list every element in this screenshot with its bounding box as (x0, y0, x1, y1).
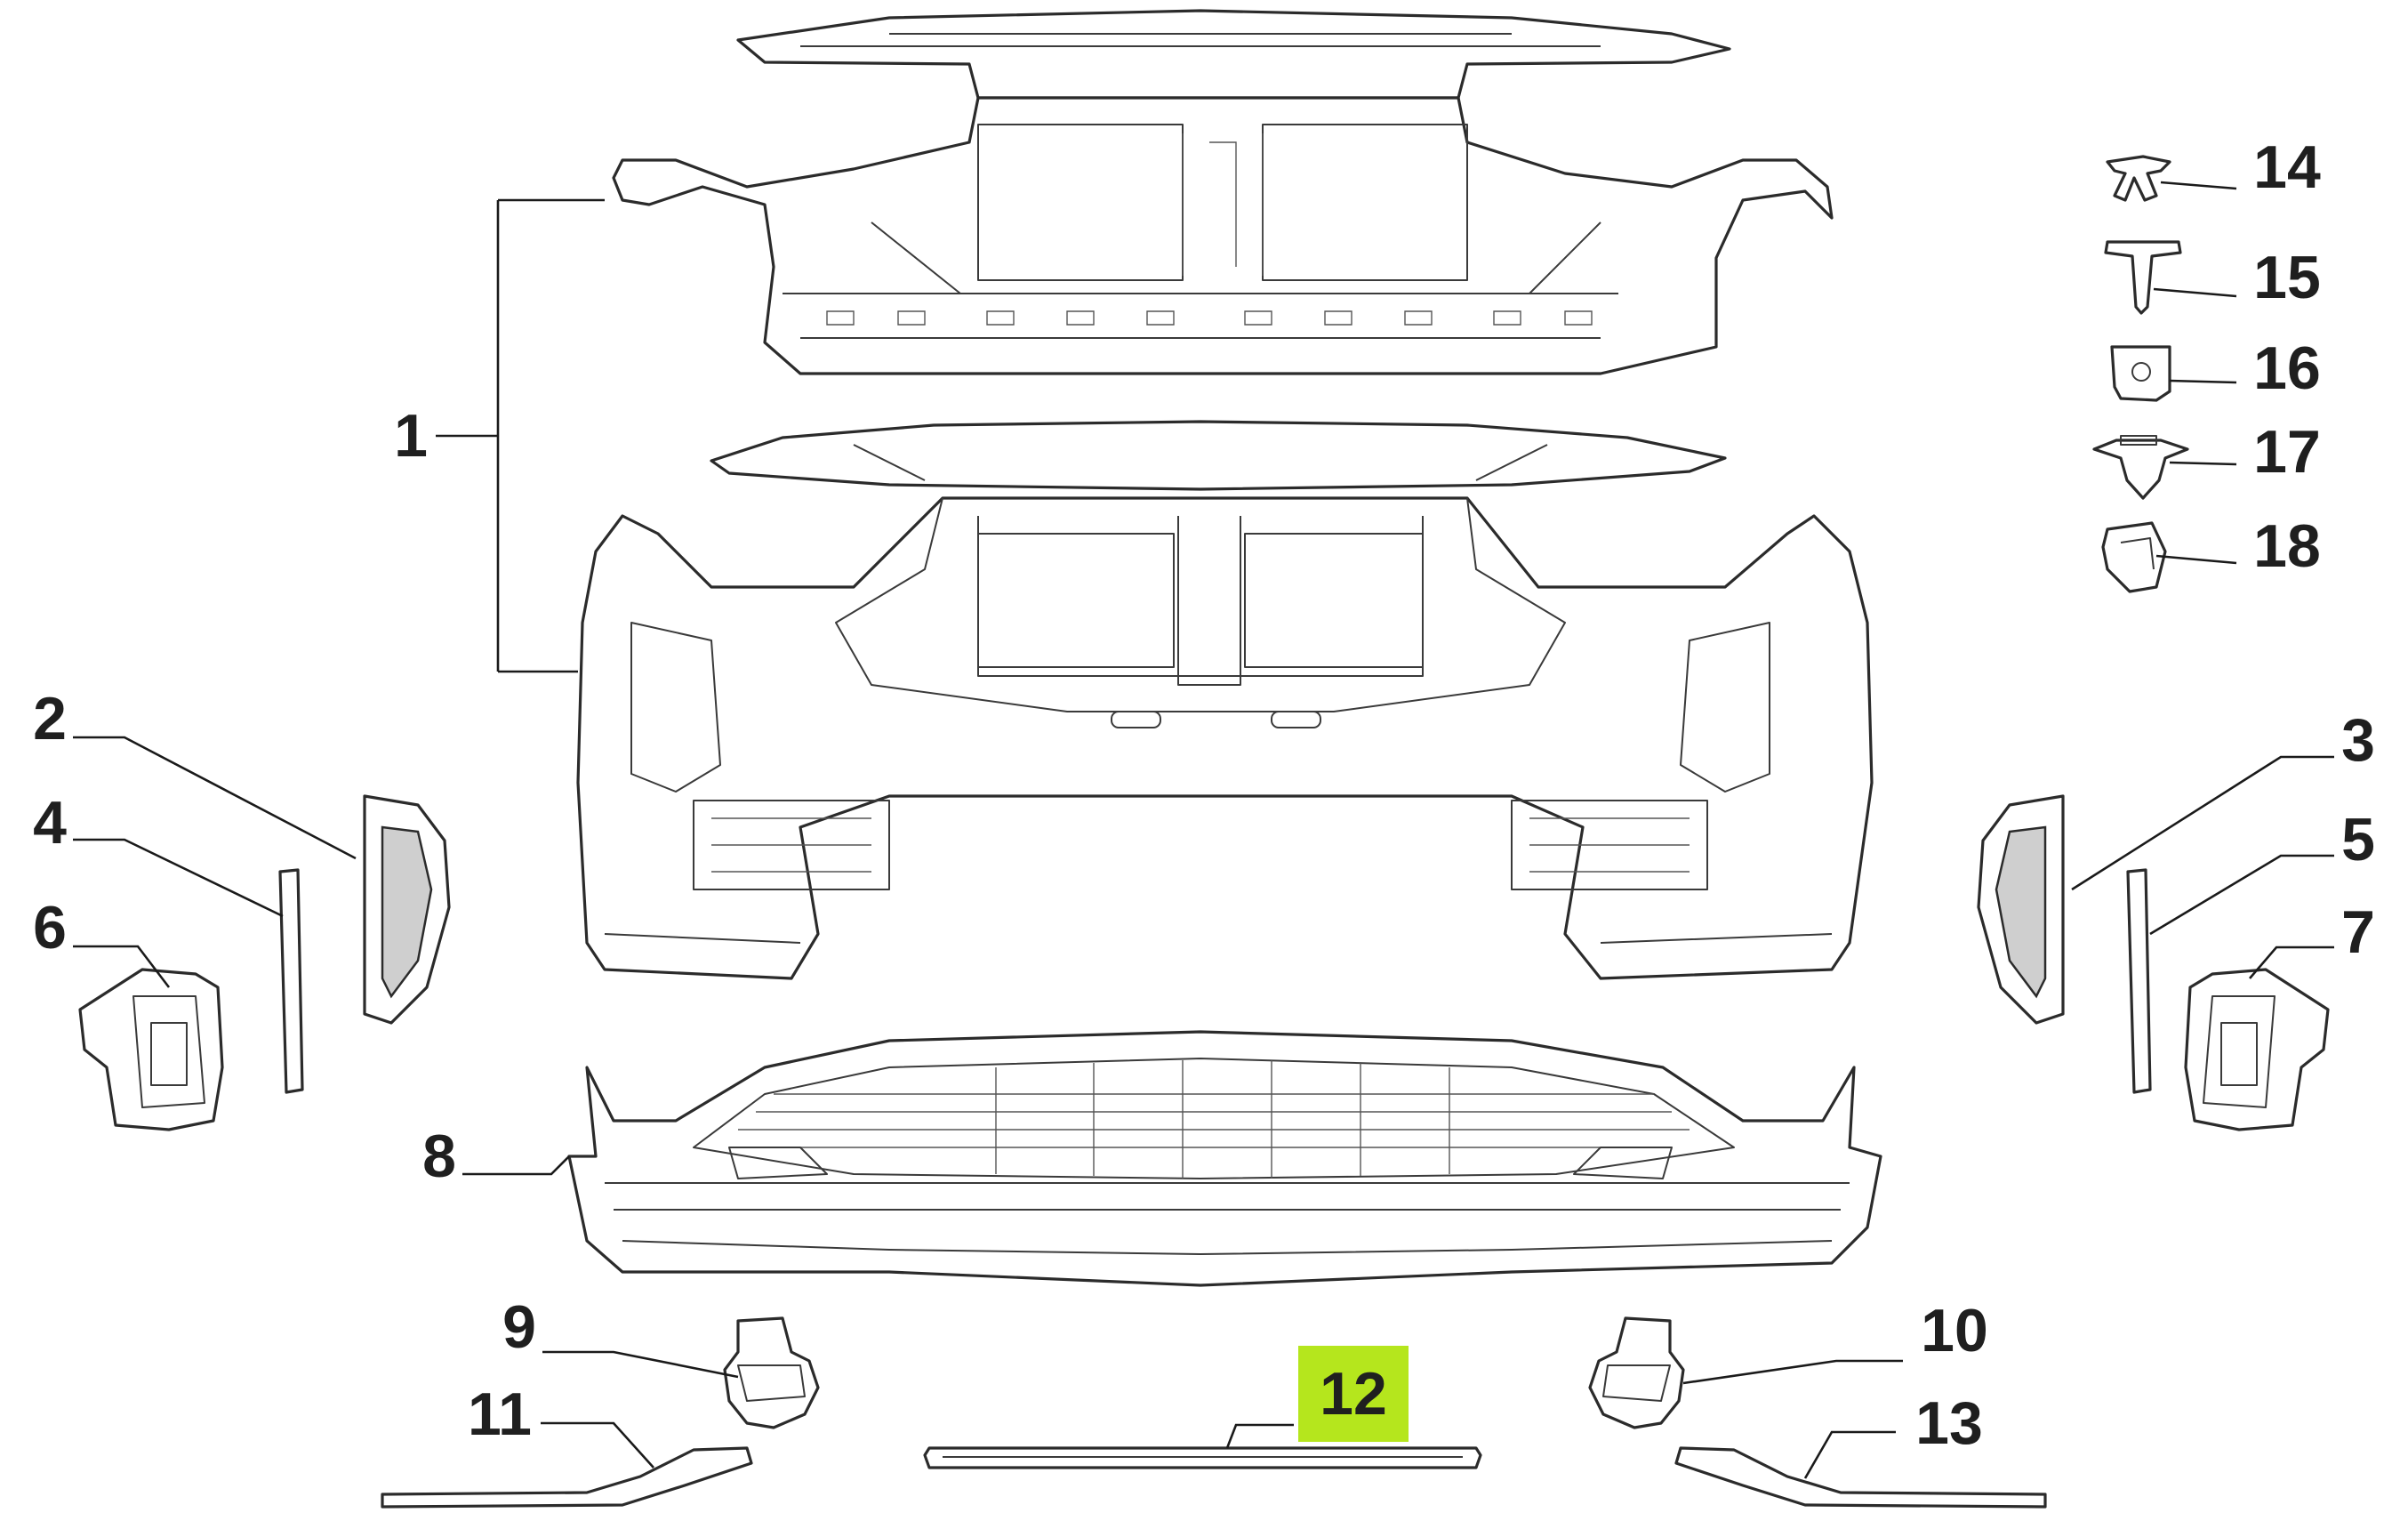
part-speed-nut-16[interactable] (2110, 345, 2171, 402)
leader-6 (73, 945, 171, 988)
leader-8 (462, 1155, 570, 1176)
callout-6[interactable]: 6 (33, 894, 67, 962)
leader-18 (2155, 554, 2237, 565)
callout-3[interactable]: 3 (2341, 706, 2375, 774)
leader-16 (2169, 379, 2237, 384)
part-lower-bracket-left[interactable] (723, 1316, 820, 1429)
part-lower-bracket-right[interactable] (1588, 1316, 1685, 1429)
part-lower-bumper[interactable] (567, 1030, 1882, 1287)
callout-9[interactable]: 9 (502, 1293, 536, 1361)
callout-15[interactable]: 15 (2253, 244, 2321, 311)
leader-15 (2153, 287, 2237, 298)
part-lamp-bracket-right[interactable] (2184, 968, 2330, 1131)
part-push-clip-14[interactable] (2106, 155, 2171, 202)
callout-18[interactable]: 18 (2253, 512, 2321, 580)
callout-13[interactable]: 13 (1915, 1389, 1983, 1457)
callout-1[interactable]: 1 (394, 402, 428, 470)
leader-4 (73, 838, 284, 918)
leader-9 (542, 1350, 739, 1379)
part-trim-left[interactable] (278, 868, 304, 1094)
part-center-strip[interactable] (923, 1446, 1482, 1469)
leader-12 (1225, 1423, 1294, 1449)
callout-4[interactable]: 4 (33, 789, 67, 857)
part-lower-strip-left[interactable] (381, 1446, 753, 1509)
callout-12[interactable]: 12 (1320, 1360, 1387, 1428)
part-clip-nut-18[interactable] (2101, 521, 2167, 593)
part-side-grille-right[interactable] (1977, 794, 2065, 1025)
callout-14[interactable]: 14 (2253, 133, 2321, 201)
part-lamp-bracket-left[interactable] (78, 968, 224, 1131)
leader-lines (73, 181, 2334, 1479)
leader-1 (436, 198, 605, 673)
leader-3 (2071, 755, 2334, 891)
leader-2 (73, 736, 357, 860)
callout-16[interactable]: 16 (2253, 334, 2321, 402)
leader-7 (2249, 946, 2334, 979)
callout-8[interactable]: 8 (422, 1123, 456, 1190)
part-rivet-clip-17[interactable] (2092, 435, 2189, 500)
part-push-pin-15[interactable] (2104, 240, 2182, 315)
callout-12-highlight (1298, 1346, 1409, 1442)
part-side-grille-left[interactable] (363, 794, 451, 1025)
leader-14 (2160, 181, 2237, 190)
part-lower-strip-right[interactable] (1674, 1446, 2047, 1509)
callout-5[interactable]: 5 (2341, 806, 2375, 873)
callouts: 1 2 3 4 5 6 7 8 9 10 11 12 13 14 15 16 1… (33, 133, 2375, 1457)
leader-13 (1803, 1430, 1896, 1479)
callout-2[interactable]: 2 (33, 685, 67, 752)
leader-11 (541, 1421, 654, 1469)
callout-17[interactable]: 17 (2253, 418, 2321, 486)
leader-5 (2149, 854, 2334, 936)
callout-10[interactable]: 10 (1921, 1297, 1988, 1364)
part-upper-beam[interactable] (612, 9, 1834, 375)
leader-10 (1682, 1359, 1903, 1385)
part-absorber-strip[interactable] (710, 420, 1727, 491)
part-bumper-cover[interactable] (576, 496, 1874, 980)
callout-11[interactable]: 11 (468, 1380, 532, 1448)
leader-17 (2169, 461, 2237, 466)
part-trim-right[interactable] (2126, 868, 2152, 1094)
callout-7[interactable]: 7 (2341, 898, 2375, 966)
